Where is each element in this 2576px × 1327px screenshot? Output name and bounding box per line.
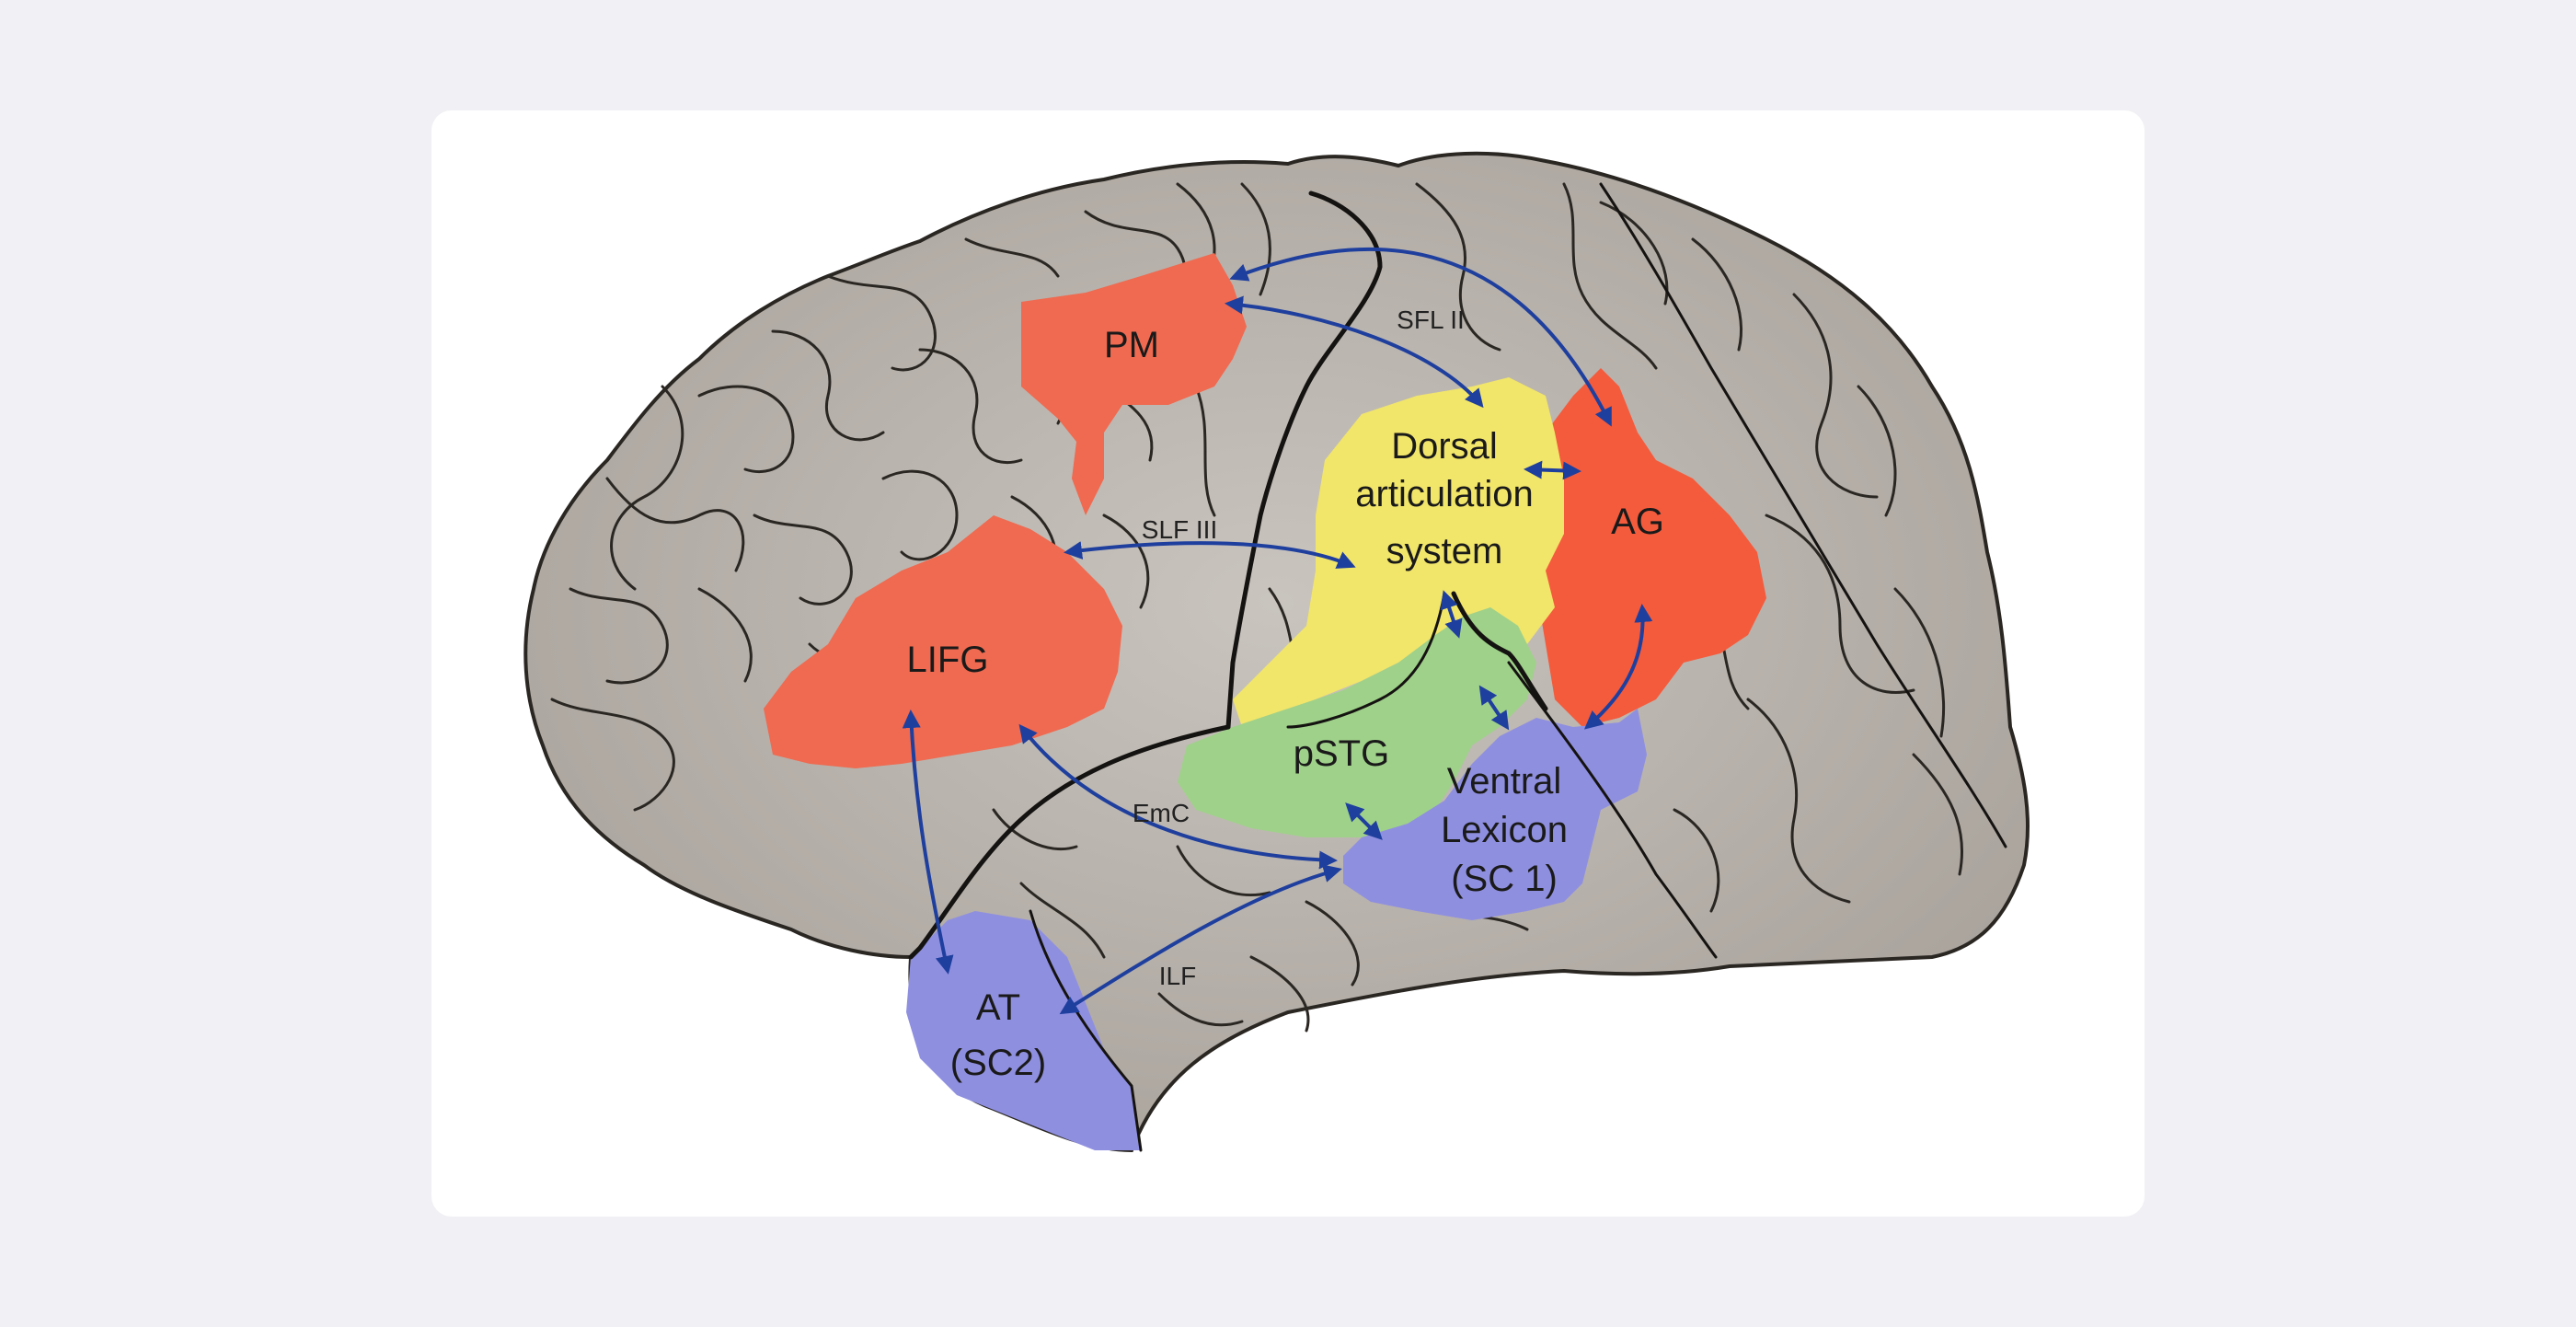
- label-ag: AG: [1611, 502, 1664, 542]
- arrow-dorsal-ag: [1524, 460, 1581, 480]
- label-pstg: pSTG: [1294, 733, 1389, 774]
- arrow-lifg-dorsal: [1064, 541, 1356, 569]
- brain-outline: [523, 151, 2030, 1153]
- arrow-lifg-at: [902, 710, 954, 975]
- label-lifg: LIFG: [907, 640, 989, 680]
- at-region: [906, 911, 1141, 1150]
- label-sfl2: SFL II: [1397, 306, 1465, 334]
- label-emc: EmC: [1133, 799, 1190, 827]
- label-slf3: SLF III: [1142, 515, 1217, 544]
- label-ventral-2: Lexicon: [1441, 810, 1568, 850]
- arrow-dorsal-pstg: [1440, 590, 1463, 639]
- arrow-pstg-ventral: [1478, 685, 1510, 731]
- label-at-1: AT: [976, 987, 1020, 1028]
- label-ilf: ILF: [1159, 962, 1196, 990]
- lifg-region: [764, 515, 1122, 768]
- arrow-lifg-lexicon: [1018, 723, 1338, 870]
- label-pm: PM: [1104, 325, 1159, 365]
- connection-arrows: [902, 247, 1653, 1015]
- label-ventral-1: Ventral: [1447, 761, 1562, 802]
- label-dorsal-1: Dorsal: [1391, 426, 1498, 467]
- ventral-region: [1343, 709, 1647, 920]
- label-ventral-3: (SC 1): [1451, 859, 1558, 899]
- arrow-ag-ventral: [1583, 604, 1653, 730]
- arrow-pm-ag: [1229, 247, 1612, 427]
- arrow-pstg-lexicon: [1345, 802, 1383, 840]
- arrow-at-lexicon: [1059, 864, 1342, 1015]
- label-dorsal-2: articulation: [1355, 474, 1533, 514]
- label-dorsal-3: system: [1386, 531, 1503, 571]
- label-at-2: (SC2): [950, 1043, 1046, 1083]
- arrow-pm-dorsal: [1225, 295, 1484, 409]
- pm-region: [1021, 253, 1247, 515]
